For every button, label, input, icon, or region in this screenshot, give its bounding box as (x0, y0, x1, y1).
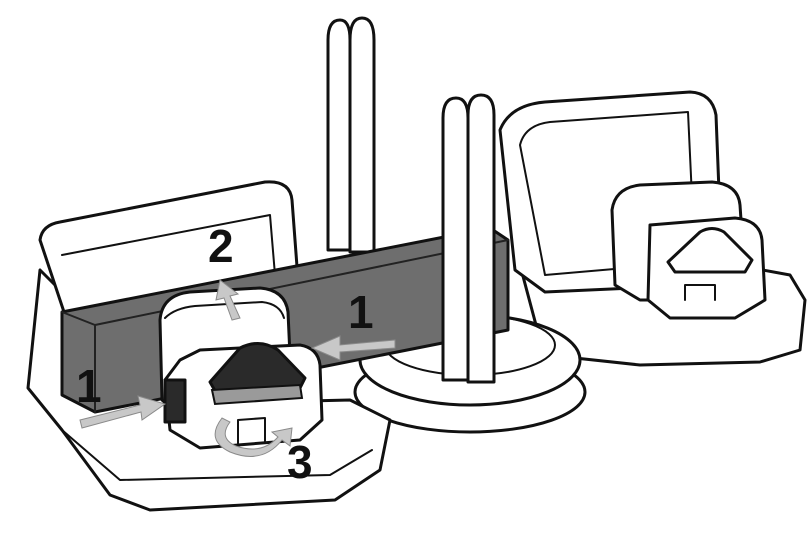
front-post-right (466, 93, 496, 384)
step-label-left-push: 1 (76, 360, 102, 412)
step-label-lift: 2 (208, 220, 234, 272)
left-clip-knob (208, 342, 307, 398)
step-label-rotate: 3 (287, 436, 313, 488)
left-base-plate-edge (61, 429, 373, 481)
back-post-right (348, 16, 376, 254)
lift-arrow (215, 279, 241, 321)
left-clip-slot (237, 417, 266, 446)
left-clip-side-tab (163, 378, 187, 424)
right-clip-slot (684, 284, 716, 301)
back-post-left (326, 18, 352, 252)
front-post-left (441, 96, 470, 382)
right-clip-knob (666, 227, 754, 274)
left-push-arrow (79, 395, 167, 429)
rotate-arrow (214, 417, 293, 457)
left-clip-knob-base (210, 383, 304, 406)
center-push-arrow (310, 335, 396, 361)
connecting-bar-edge (61, 239, 509, 413)
step-label-center-push: 1 (348, 286, 374, 338)
